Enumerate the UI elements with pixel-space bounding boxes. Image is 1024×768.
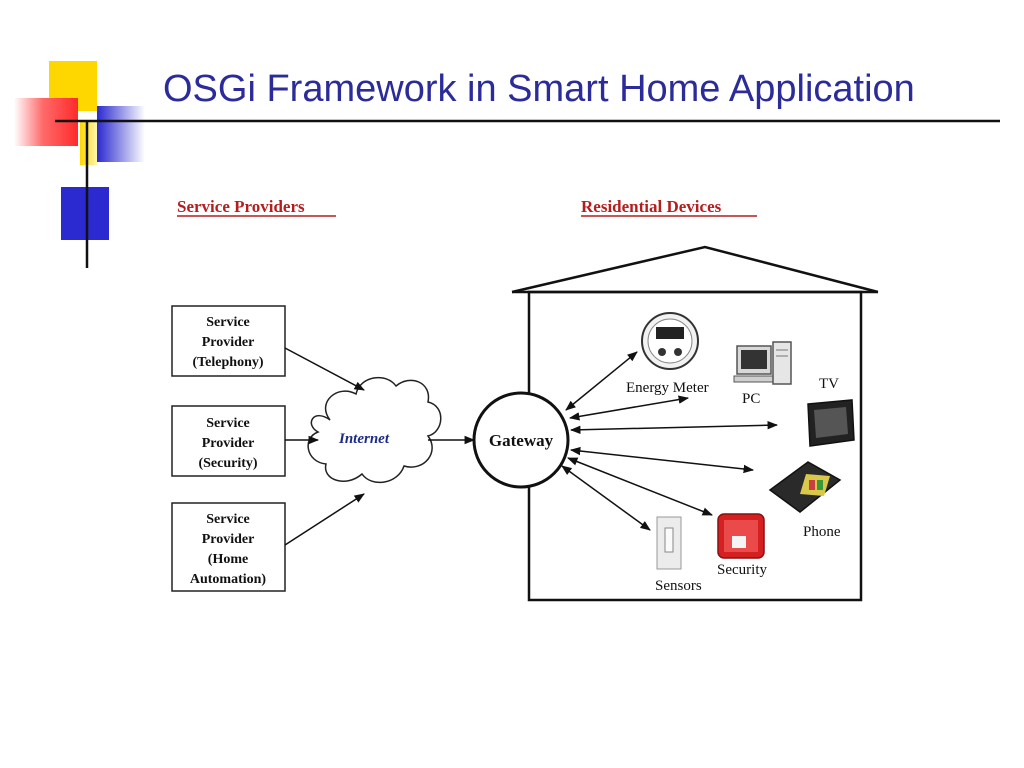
internet-cloud: Internet — [307, 376, 442, 484]
gateway-label: Gateway — [489, 431, 554, 450]
provider-telephony-line-2: Provider — [202, 335, 255, 350]
internet-label: Internet — [338, 431, 390, 447]
provider-home-automation-box: Service Provider (Home Automation) — [171, 502, 286, 592]
slide-title: OSGi Framework in Smart Home Application — [163, 68, 915, 110]
provider-security-line-3: (Security) — [198, 456, 257, 471]
pc-label: PC — [742, 391, 760, 407]
gateway-node: Gateway — [472, 391, 570, 489]
sensors-label: Sensors — [655, 578, 702, 594]
service-providers-header: Service Providers — [177, 197, 305, 216]
pc-icon — [733, 341, 792, 385]
deco-blue-square-top — [97, 106, 145, 162]
sensors-icon — [656, 516, 682, 570]
phone-label: Phone — [803, 524, 841, 540]
arrow-gateway-phone — [569, 446, 755, 474]
arrow-gateway-tv — [569, 421, 779, 434]
arrow-gateway-pc — [568, 395, 690, 421]
security-label: Security — [717, 562, 767, 578]
provider-security-line-2: Provider — [202, 436, 255, 451]
phone-icon — [768, 461, 842, 513]
provider-home-line-3: (Home — [208, 552, 248, 567]
residential-devices-header: Residential Devices — [581, 197, 722, 216]
energy-meter-label: Energy Meter — [626, 380, 709, 396]
arrow-telephony-internet — [284, 347, 365, 391]
provider-telephony-line-3: (Telephony) — [192, 355, 263, 370]
provider-home-line-1: Service — [206, 512, 250, 527]
arrow-gateway-sensors — [561, 465, 651, 531]
provider-security-box: Service Provider (Security) — [171, 405, 286, 477]
provider-telephony-box: Service Provider (Telephony) — [171, 305, 286, 377]
tv-label: TV — [819, 376, 839, 392]
provider-telephony-line-1: Service — [206, 315, 250, 330]
deco-blue-square — [61, 187, 109, 240]
provider-home-line-4: Automation) — [190, 572, 267, 587]
provider-home-line-2: Provider — [202, 532, 255, 547]
provider-security-line-1: Service — [206, 416, 250, 431]
energy-meter-icon — [641, 312, 699, 370]
tv-icon — [807, 399, 855, 447]
deco-yellow-small — [80, 120, 97, 165]
arrow-home-internet — [284, 493, 365, 546]
security-icon — [717, 513, 765, 559]
